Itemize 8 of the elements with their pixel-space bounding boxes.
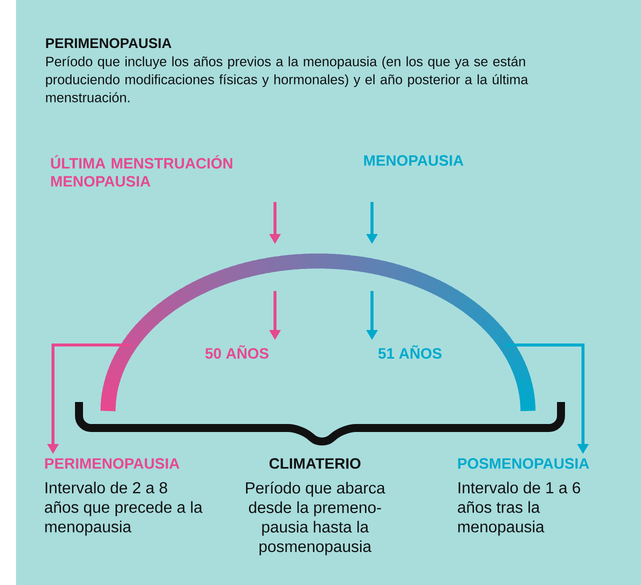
stage-text: CLIMATERIO Período que abarca desde la premeno- pausia hasta la posmenopausia xyxy=(246,458,386,556)
stage-text: PERIMENOPAUSIA Intervalo de 2 a 8 años que precede a la menopausia xyxy=(44,458,202,536)
stage-text: POSMENOPAUSIA Intervalo de 1 a 6 años tras la menopausia xyxy=(458,458,590,536)
event-label: MENOPAUSIA xyxy=(364,155,464,166)
heading: PERIMENOPAUSIA xyxy=(46,38,172,48)
arc xyxy=(100,253,536,412)
event-label: ÚLTIMA MENSTRUACIÓN MENOPAUSIA xyxy=(51,155,232,187)
description: Período que incluye los años previos a la menopausia (en los que ya se están produciendo modificaciones físicas y hormonales) y el año posterior a la última menstruación. xyxy=(46,56,528,102)
